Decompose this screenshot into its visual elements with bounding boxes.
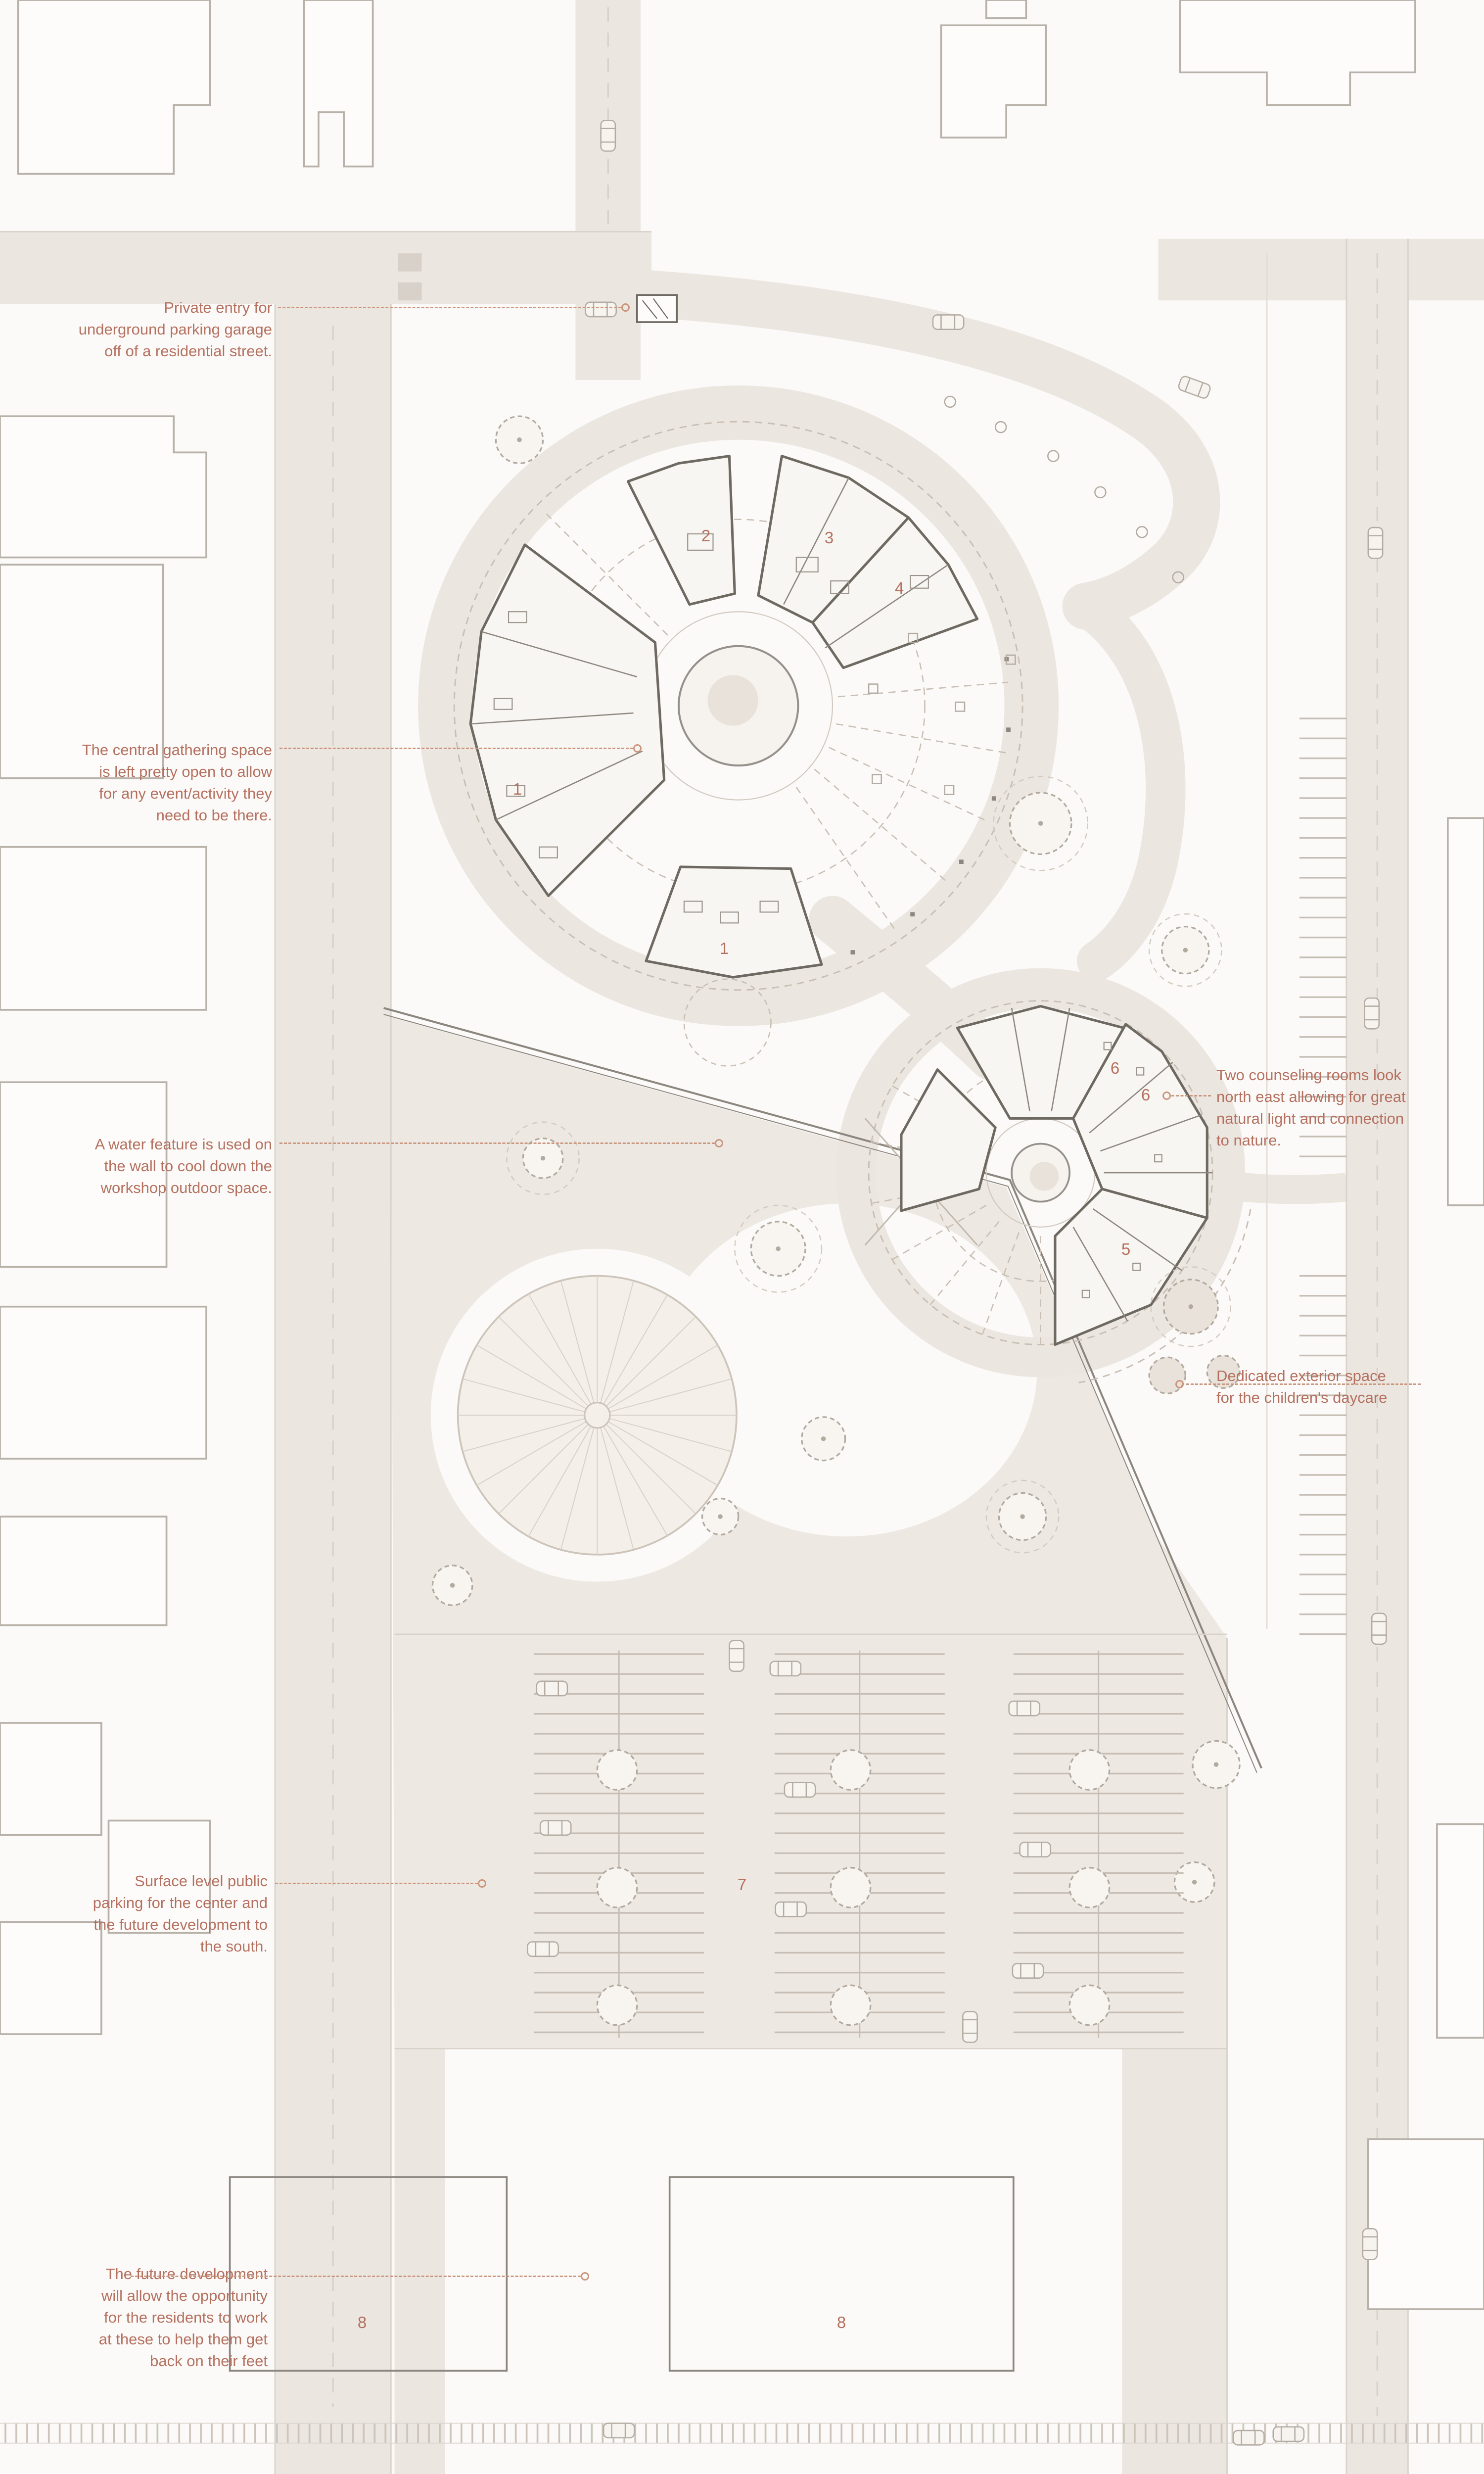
- plan-label-daycare: 5: [1121, 1240, 1131, 1258]
- plan-label-future-b: 8: [836, 2313, 846, 2331]
- parking-lot: [394, 1633, 1227, 2049]
- leader-surface-parking: [275, 1883, 478, 1884]
- spiral-garden: [457, 1275, 738, 1556]
- leader-water-feature: [279, 1142, 715, 1144]
- plan-label-future-a: 8: [357, 2313, 367, 2331]
- annotation-water-feature: A water feature is used on the wall to c…: [94, 1136, 272, 1196]
- leader-dot-future-development: [581, 2272, 589, 2281]
- garage-entry: [398, 253, 678, 323]
- lane-dashes: [332, 7, 1378, 2416]
- annotation-future-development: The future development will allow the op…: [98, 2265, 268, 2370]
- plan-label-counseling-b: 6: [1141, 1086, 1151, 1104]
- leader-dot-daycare-exterior: [1175, 1380, 1184, 1388]
- leader-dot-counseling-rooms: [1162, 1092, 1171, 1100]
- annotation-counseling-rooms: Two counseling rooms look north east all…: [1216, 1066, 1406, 1149]
- street-parking-strips: [1299, 702, 1346, 1636]
- central-courtyards: [677, 645, 1071, 1203]
- annotation-surface-parking: Surface level public parking for the cen…: [93, 1872, 268, 1955]
- annotation-central-gathering: The central gathering space is left pret…: [82, 741, 272, 824]
- plan-label-communal-west: 1: [512, 780, 522, 798]
- community-center-buildings: [469, 455, 1208, 1346]
- trees: [431, 415, 1241, 1903]
- annotation-private-entry: Private entry for underground parking ga…: [78, 299, 272, 360]
- leader-counseling-rooms: [1171, 1095, 1211, 1096]
- leader-dot-central-gathering: [633, 744, 642, 753]
- leader-future-development: [131, 2276, 581, 2277]
- leader-dot-surface-parking: [478, 1879, 486, 1888]
- landscape-dashed-circles: [506, 775, 1232, 1554]
- tree-centers: [450, 437, 1219, 1885]
- indoor-furniture: [493, 533, 1162, 1298]
- leader-private-entry: [278, 307, 621, 308]
- neighborhood-buildings: [0, 0, 1484, 2310]
- plan-label-computer-room: 2: [701, 526, 711, 545]
- plan-label-public-parking: 7: [737, 1875, 747, 1894]
- plan-label-conference-room: 4: [894, 579, 904, 597]
- leader-dot-private-entry: [621, 303, 630, 312]
- leader-dot-water-feature: [715, 1139, 723, 1147]
- leader-central-gathering: [279, 748, 633, 749]
- future-development-pads: [229, 2176, 1015, 2372]
- plan-label-counseling-a: 6: [1110, 1059, 1120, 1077]
- leader-daycare-exterior: [1186, 1383, 1421, 1385]
- plan-label-teen-space: 3: [824, 528, 834, 547]
- promenade-wall: [383, 1007, 1262, 1773]
- plan-label-communal-south: 1: [719, 939, 729, 957]
- annotation-daycare-exterior: Dedicated exterior space for the childre…: [1216, 1367, 1388, 1406]
- outdoor-furniture: [868, 395, 1184, 795]
- building-partitions: [470, 477, 1213, 1322]
